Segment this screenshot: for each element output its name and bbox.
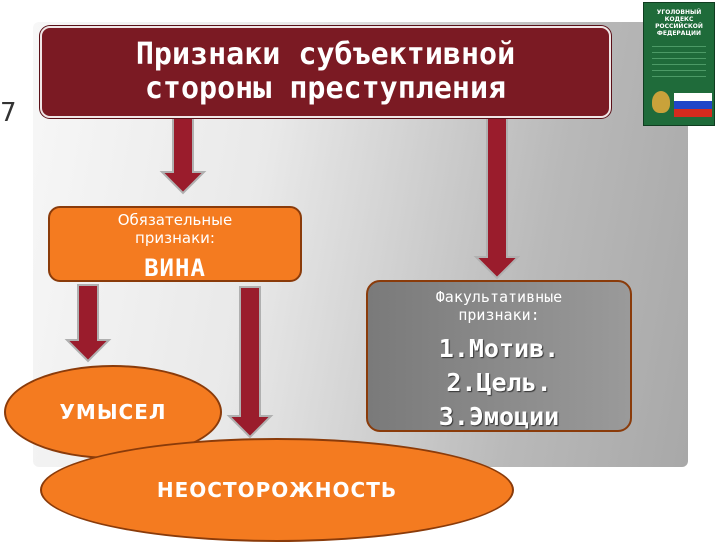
arrow-title-to-facultative	[473, 117, 521, 280]
negligence-ellipse: НЕОСТОРОЖНОСТЬ	[40, 438, 514, 542]
facultative-features-label: Факультативные признаки:	[435, 288, 563, 324]
arrow-title-to-obligatory	[159, 117, 207, 195]
slide-title: Признаки субъективной стороны преступлен…	[135, 37, 516, 106]
guilt-label: ВИНА	[144, 254, 206, 282]
negligence-label: НЕОСТОРОЖНОСТЬ	[156, 478, 398, 502]
obligatory-features-label: Обязательные признаки:	[117, 211, 233, 247]
russian-flag-icon	[674, 93, 712, 117]
coat-of-arms-icon	[652, 91, 670, 113]
arrow-guilt-to-negligence	[226, 286, 274, 439]
slide-title-box: Признаки субъективной стороны преступлен…	[40, 26, 611, 118]
intent-label: УМЫСЕЛ	[59, 400, 167, 424]
book-title: УГОЛОВНЫЙ КОДЕКС РОССИЙСКОЙ ФЕДЕРАЦИИ	[655, 9, 703, 37]
book-text-lines	[652, 41, 706, 81]
slide-number: 7	[0, 98, 17, 128]
obligatory-features-box: Обязательные признаки: ВИНА	[48, 206, 302, 282]
facultative-features-box: Факультативные признаки: 1.Мотив. 2.Цель…	[366, 280, 632, 432]
facultative-features-list: 1.Мотив. 2.Цель. 3.Эмоции	[438, 334, 560, 431]
arrow-guilt-to-intent	[64, 284, 112, 363]
criminal-code-book-image: УГОЛОВНЫЙ КОДЕКС РОССИЙСКОЙ ФЕДЕРАЦИИ	[643, 2, 715, 126]
